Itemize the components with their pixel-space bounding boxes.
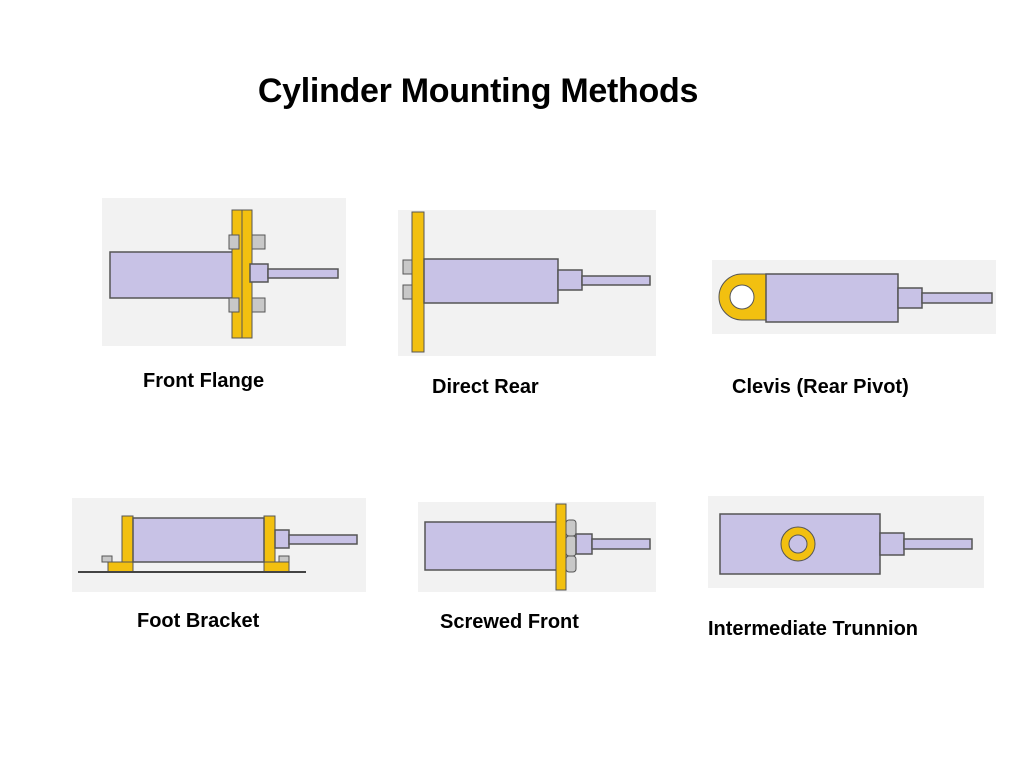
foot-bracket-label: Foot Bracket [137,610,260,632]
foot-bracket-diagram [72,498,366,592]
intermediate-trunnion-label: Intermediate Trunnion [708,618,919,640]
direct-rear-diagram [398,210,656,356]
direct-rear-label: Direct Rear [432,376,539,398]
intermediate-trunnion-diagram [708,496,984,588]
clevis-rear-pivot-diagram [712,260,996,334]
front-flange-diagram [102,198,346,346]
clevis-rear-pivot-label: Clevis (Rear Pivot) [732,376,909,398]
screwed-front-diagram [418,502,656,592]
screwed-front-label: Screwed Front [440,611,579,633]
page-title: Cylinder Mounting Methods [257,72,699,110]
front-flange-label: Front Flange [143,370,265,392]
